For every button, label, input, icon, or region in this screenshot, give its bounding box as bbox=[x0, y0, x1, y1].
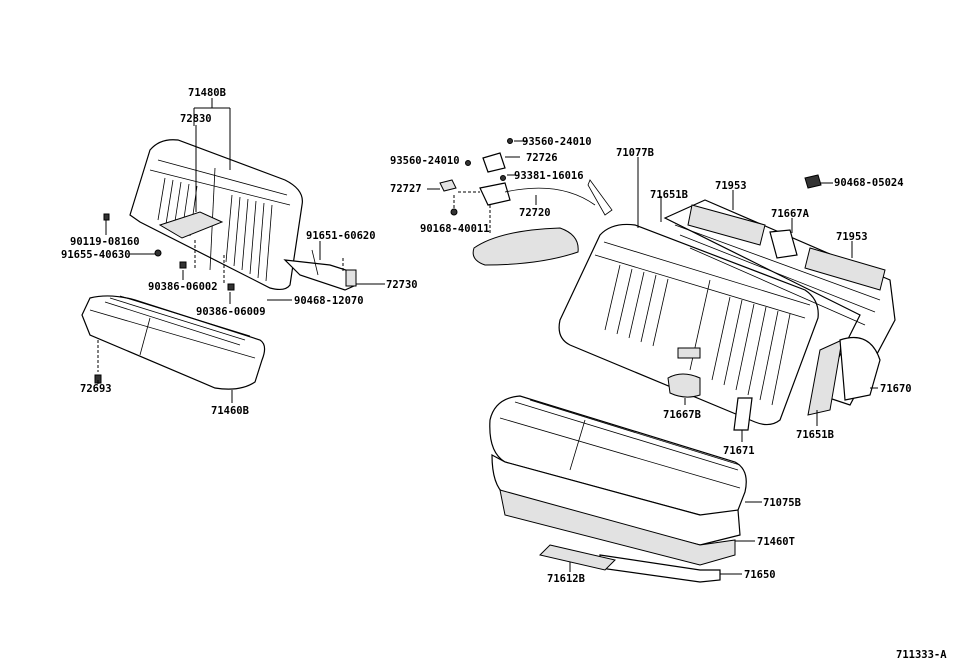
pad-71953-left bbox=[687, 204, 766, 246]
label-71651B-bottom: 71651B bbox=[796, 429, 834, 441]
label-90386-06009: 90386-06009 bbox=[196, 306, 266, 318]
label-71953-left: 71953 bbox=[715, 180, 747, 192]
seat-cushion-left-ribs bbox=[104, 295, 251, 346]
label-71075B: 71075B bbox=[763, 497, 801, 509]
label-90468-12070: 90468-12070 bbox=[294, 295, 364, 307]
label-93560-24010-top: 93560-24010 bbox=[522, 136, 592, 148]
seat-back-frame bbox=[663, 174, 896, 431]
trim-71667B bbox=[667, 373, 701, 398]
label-72730: 72730 bbox=[386, 279, 418, 291]
seat-cushion-left bbox=[81, 295, 266, 390]
seat-back-left-ribs bbox=[157, 177, 273, 282]
label-93381-16016: 93381-16016 bbox=[514, 170, 584, 182]
label-71953-right: 71953 bbox=[836, 231, 868, 243]
label-90386-06002: 90386-06002 bbox=[148, 281, 218, 293]
center-parts bbox=[439, 138, 613, 266]
label-71077B: 71077B bbox=[616, 147, 654, 159]
armrest-left bbox=[158, 211, 224, 239]
pad-71953-right bbox=[804, 247, 886, 291]
label-71480B: 71480B bbox=[188, 87, 226, 99]
seat-back-right-ribs bbox=[604, 264, 791, 406]
seat-cushion-right bbox=[489, 395, 747, 583]
label-90468-05024: 90468-05024 bbox=[834, 177, 904, 189]
label-72693: 72693 bbox=[80, 383, 112, 395]
side-panel-71651B bbox=[807, 339, 843, 416]
label-72720: 72720 bbox=[519, 207, 551, 219]
label-71651B-top: 71651B bbox=[650, 189, 688, 201]
spring-71460T bbox=[499, 489, 736, 566]
seat-cushion-right-ribs bbox=[514, 399, 741, 471]
label-93560-24010: 93560-24010 bbox=[390, 155, 460, 167]
seat-back-left bbox=[129, 139, 303, 291]
label-91655-40630: 91655-40630 bbox=[61, 249, 131, 261]
seat-back-right bbox=[558, 223, 819, 426]
label-72830: 72830 bbox=[180, 113, 212, 125]
label-90119-08160: 90119-08160 bbox=[70, 236, 140, 248]
label-72726: 72726 bbox=[526, 152, 558, 164]
label-71460B: 71460B bbox=[211, 405, 249, 417]
label-91651-60620: 91651-60620 bbox=[306, 230, 376, 242]
label-71667A: 71667A bbox=[771, 208, 810, 220]
pad-71612B bbox=[539, 544, 616, 571]
part-labels: 71480B 72830 90119-08160 91655-40630 916… bbox=[61, 87, 947, 661]
label-71612B: 71612B bbox=[547, 573, 585, 585]
label-71670: 71670 bbox=[880, 383, 912, 395]
left-hardware bbox=[94, 213, 357, 384]
diagram-code: 711333-A bbox=[896, 649, 947, 661]
label-71460T: 71460T bbox=[757, 536, 795, 548]
label-72727: 72727 bbox=[390, 183, 422, 195]
label-71671: 71671 bbox=[723, 445, 755, 457]
label-71650: 71650 bbox=[744, 569, 776, 581]
label-71667B: 71667B bbox=[663, 409, 701, 421]
label-90168-40011: 90168-40011 bbox=[420, 223, 490, 235]
